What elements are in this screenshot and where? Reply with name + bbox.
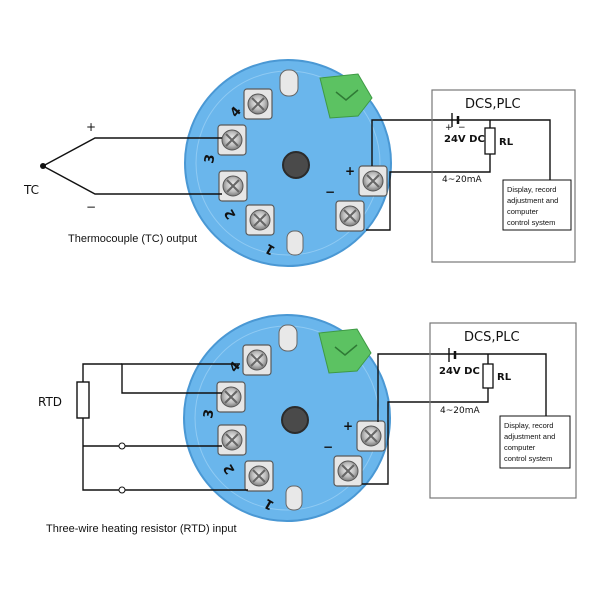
center-hole-icon xyxy=(282,151,310,179)
resistor-icon xyxy=(484,127,496,155)
svg-text:control system: control system xyxy=(504,454,552,463)
green-connector-icon xyxy=(319,73,373,119)
tc-diagram: 4 3 2 1 + − + − TC DCS,PLC xyxy=(23,59,576,267)
center-hole-icon xyxy=(281,406,309,434)
terminal-3-lower xyxy=(218,170,248,202)
svg-text:computer: computer xyxy=(507,207,539,216)
current-label: 4~20mA xyxy=(440,406,480,416)
thermocouple-wires: + − TC xyxy=(23,120,222,214)
rtd-label: RTD xyxy=(38,395,62,409)
terminal-number: 3 xyxy=(202,153,218,165)
tc-plus-label: + xyxy=(86,120,96,134)
terminal-3-lower xyxy=(217,424,247,456)
display-box xyxy=(502,179,572,231)
terminal-number: 3 xyxy=(201,408,217,420)
terminal-3-upper xyxy=(217,124,247,156)
svg-text:Display, record: Display, record xyxy=(504,421,553,430)
svg-text:Display, record: Display, record xyxy=(507,185,556,194)
transmitter-module-bottom: 4 3 2 1 + − xyxy=(183,314,391,522)
terminal-2 xyxy=(245,204,275,236)
terminal-2 xyxy=(244,460,274,492)
rtd-resistor-icon xyxy=(76,381,90,419)
mount-slot-icon xyxy=(279,69,299,97)
mount-slot-icon xyxy=(286,230,304,256)
supply-label: 24V DC xyxy=(444,134,485,145)
rtd-wires: RTD xyxy=(38,363,248,494)
mount-slot-icon xyxy=(285,485,303,511)
box-title: DCS,PLC xyxy=(465,97,521,112)
transmitter-module-top: 4 3 2 1 + − xyxy=(184,59,392,267)
rtd-diagram: 4 3 2 1 + − RTD DCS,PLC xyxy=(38,314,577,535)
bottom-caption: Three-wire heating resistor (RTD) input xyxy=(46,523,237,535)
svg-text:adjustment and: adjustment and xyxy=(504,432,555,441)
terminal-plus-label: + xyxy=(345,164,355,178)
terminal-minus xyxy=(335,200,365,232)
terminal-plus xyxy=(358,165,388,197)
battery-plus: + xyxy=(445,123,453,133)
supply-label: 24V DC xyxy=(439,366,480,377)
terminal-4 xyxy=(243,88,273,120)
top-caption: Thermocouple (TC) output xyxy=(68,233,197,245)
svg-text:adjustment and: adjustment and xyxy=(507,196,558,205)
battery-minus: − xyxy=(458,123,466,133)
load-label: RL xyxy=(499,137,514,148)
mount-slot-icon xyxy=(278,324,298,352)
terminal-4 xyxy=(242,344,272,376)
tc-label: TC xyxy=(23,183,39,197)
load-label: RL xyxy=(497,372,512,383)
output-wiring-bottom xyxy=(362,353,547,485)
terminal-minus-label: − xyxy=(325,185,335,199)
terminal-3-upper xyxy=(216,381,246,413)
dcs-plc-box-bottom: DCS,PLC 24V DC RL 4~20mA Display, record… xyxy=(429,322,577,499)
current-label: 4~20mA xyxy=(442,175,482,185)
green-connector-icon xyxy=(318,328,372,374)
svg-text:computer: computer xyxy=(504,443,536,452)
box-title: DCS,PLC xyxy=(464,330,520,345)
terminal-plus-label: + xyxy=(343,419,353,433)
terminal-plus xyxy=(356,420,386,452)
terminal-minus-label: − xyxy=(323,440,333,454)
tc-minus-label: − xyxy=(86,200,96,214)
resistor-icon xyxy=(482,363,494,389)
svg-text:control system: control system xyxy=(507,218,555,227)
terminal-minus xyxy=(333,455,363,487)
display-box xyxy=(499,415,571,469)
dcs-plc-box-top: DCS,PLC + − 24V DC RL 4~20mA Display, re… xyxy=(431,89,576,263)
